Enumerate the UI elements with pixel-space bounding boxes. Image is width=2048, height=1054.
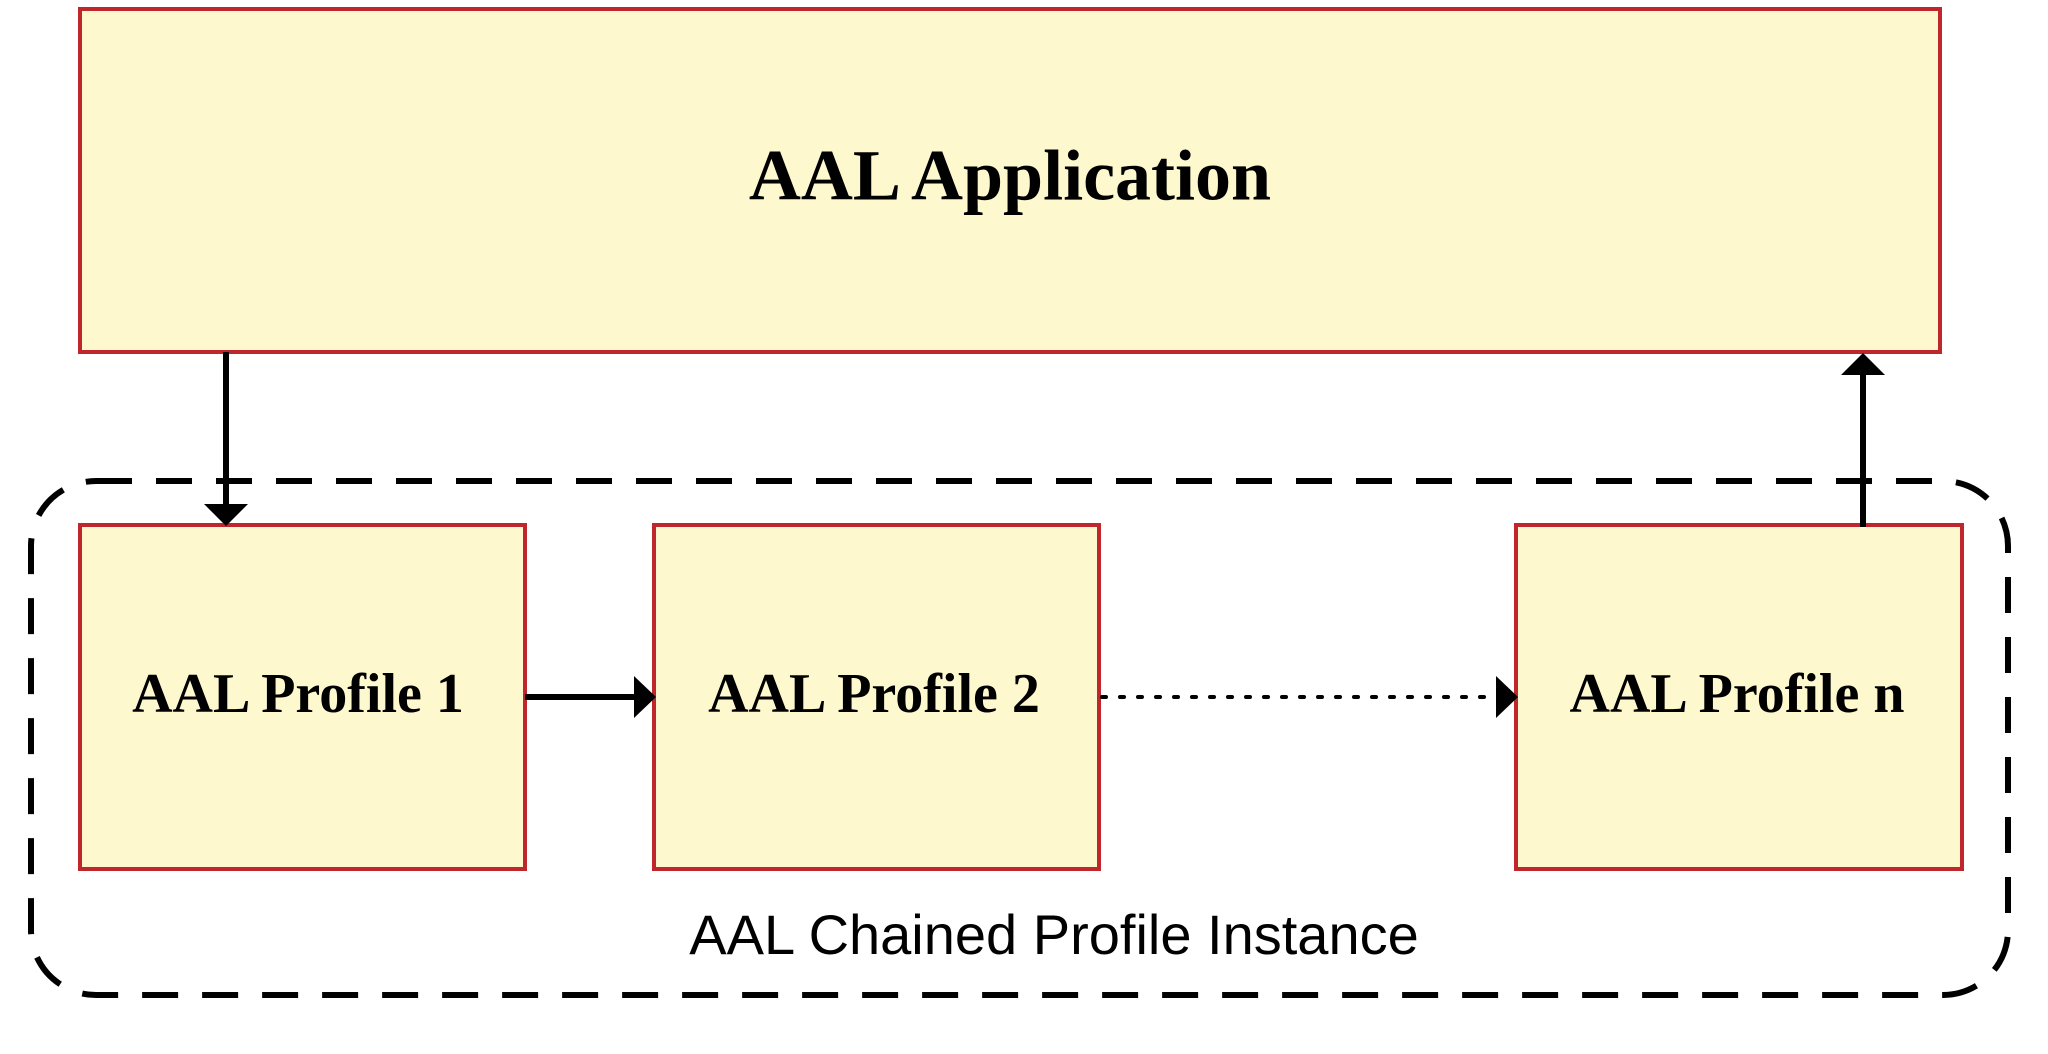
chained-profile-group-border (28, 478, 2011, 998)
profile-2-node: AAL Profile 2 (652, 523, 1101, 871)
profile-1-box (78, 523, 527, 871)
profile-1-label: AAL Profile 1 (132, 663, 464, 725)
profile-1-node: AAL Profile 1 (78, 523, 527, 871)
profile-2-label: AAL Profile 2 (708, 663, 1040, 725)
arrow-application-to-profile-1 (204, 352, 248, 526)
profile-n-label: AAL Profile n (1570, 663, 1905, 725)
application-label: AAL Application (749, 136, 1271, 216)
chained-profile-group-label: AAL Chained Profile Instance (689, 903, 1418, 966)
arrow-profile-2-to-profile-n (1100, 676, 1518, 718)
profile-n-node: AAL Profile n (1514, 523, 1964, 871)
application-box (78, 7, 1942, 354)
arrow-profile-1-to-profile-2 (525, 676, 656, 718)
profile-n-box (1514, 523, 1964, 871)
application-node: AAL Application (78, 7, 1942, 354)
arrow-profile-n-to-application (1841, 353, 1885, 527)
